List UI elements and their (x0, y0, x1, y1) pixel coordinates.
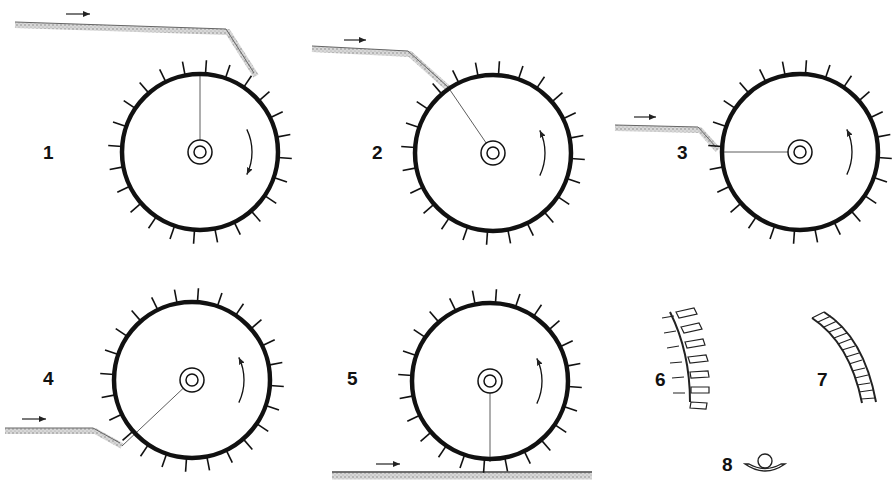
rotation-arrow (847, 129, 852, 174)
wheel-rim (114, 302, 270, 458)
axle (794, 146, 806, 158)
wheel-rim (415, 75, 571, 231)
bearing-detail (745, 454, 785, 471)
callout-number: 2 (372, 143, 383, 162)
rotation-arrow (540, 130, 545, 175)
paddles (100, 288, 284, 472)
paddles (708, 60, 892, 244)
hub (481, 141, 505, 165)
axle (186, 374, 198, 386)
axle (194, 146, 206, 158)
callout-number: 8 (722, 455, 733, 474)
water-wheel (398, 289, 582, 473)
water-wheel (708, 60, 892, 244)
hub (180, 368, 204, 392)
wheel-rim (412, 303, 568, 459)
radius-line (122, 380, 192, 446)
rim-detail (812, 312, 876, 403)
wheel-rim (722, 74, 878, 230)
callout-number: 6 (655, 370, 666, 389)
wheel-rim (122, 74, 278, 230)
callout-number: 7 (817, 370, 828, 389)
water-wheel (401, 61, 585, 245)
paddles (401, 61, 585, 245)
hub (478, 369, 502, 393)
rotation-arrow (247, 129, 252, 174)
rotation-arrow (239, 357, 244, 402)
water-wheel (100, 288, 284, 472)
water-channel (5, 22, 718, 476)
callout-number: 5 (347, 369, 358, 388)
axle (484, 375, 496, 387)
flow-arrow (22, 14, 656, 464)
paddles (108, 60, 292, 244)
water-wheel (108, 60, 292, 244)
callout-number: 1 (43, 143, 54, 162)
hub (188, 140, 212, 164)
rotation-arrow (537, 358, 542, 403)
hub (788, 140, 812, 164)
callout-number: 4 (43, 369, 54, 388)
paddles (398, 289, 582, 473)
callout-number: 3 (677, 143, 688, 162)
paddle-detail (662, 308, 709, 409)
axle (487, 147, 499, 159)
